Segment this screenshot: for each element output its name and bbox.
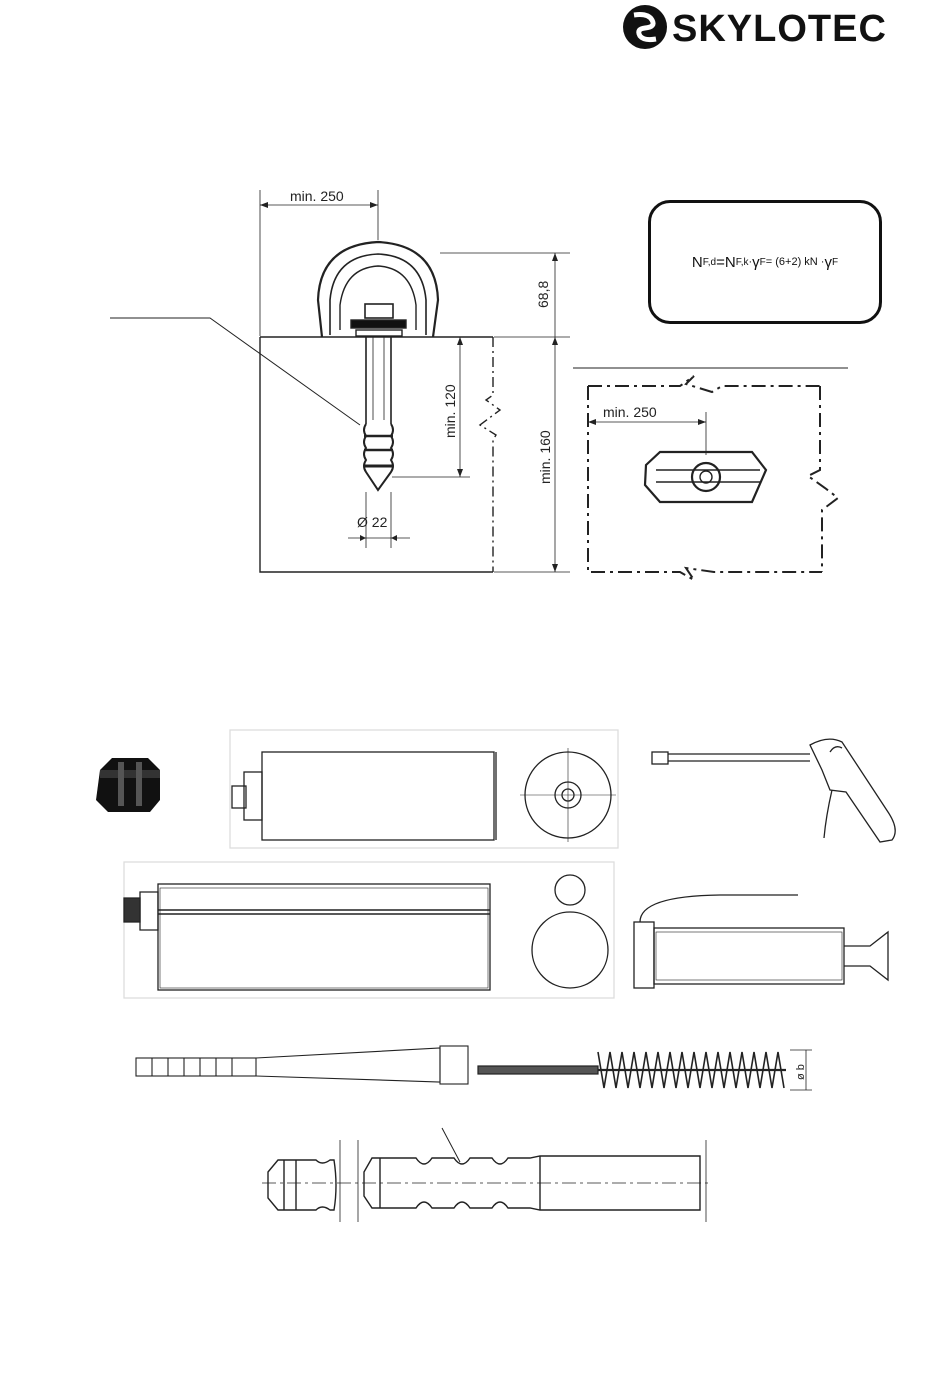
brand-name: SKYLOTEC xyxy=(672,8,887,51)
formula-rhs: = (6+2) kN · xyxy=(766,256,825,268)
formula-gamma1: γ xyxy=(752,254,760,271)
cartridge-cap-drawing xyxy=(96,758,160,812)
anchor-section-drawing xyxy=(110,190,570,572)
anchor-rod-detail-drawing xyxy=(262,1128,712,1222)
blow-out-pump-drawing xyxy=(652,739,895,842)
static-mixer-drawing xyxy=(136,1046,468,1084)
formula-sub2: F,k xyxy=(736,257,749,268)
dim-embed-depth: min. 120 xyxy=(442,384,458,438)
brush-diameter-label: ø b xyxy=(795,1064,807,1080)
formula-gsub2: F xyxy=(832,257,838,268)
skylotec-logo-icon xyxy=(623,5,667,49)
dim-plan-width: min. 250 xyxy=(603,404,657,420)
plan-view-drawing xyxy=(573,368,848,580)
cleaning-brush-drawing xyxy=(478,1050,812,1090)
dispenser-gun-drawing xyxy=(634,895,888,988)
formula-n1: N xyxy=(692,254,703,271)
cartridge-side-drawing xyxy=(230,730,618,848)
large-cartridge-drawing xyxy=(124,862,614,998)
dim-head-height: 68,8 xyxy=(535,281,551,308)
dim-top-width: min. 250 xyxy=(290,188,344,204)
dim-diameter: Ø 22 xyxy=(357,514,388,530)
formula-gamma2: γ xyxy=(824,254,832,271)
dim-block-depth: min. 160 xyxy=(537,430,553,484)
formula-eq: = xyxy=(716,254,725,271)
formula-n2: N xyxy=(725,254,736,271)
formula-sub1: F,d xyxy=(703,257,716,268)
